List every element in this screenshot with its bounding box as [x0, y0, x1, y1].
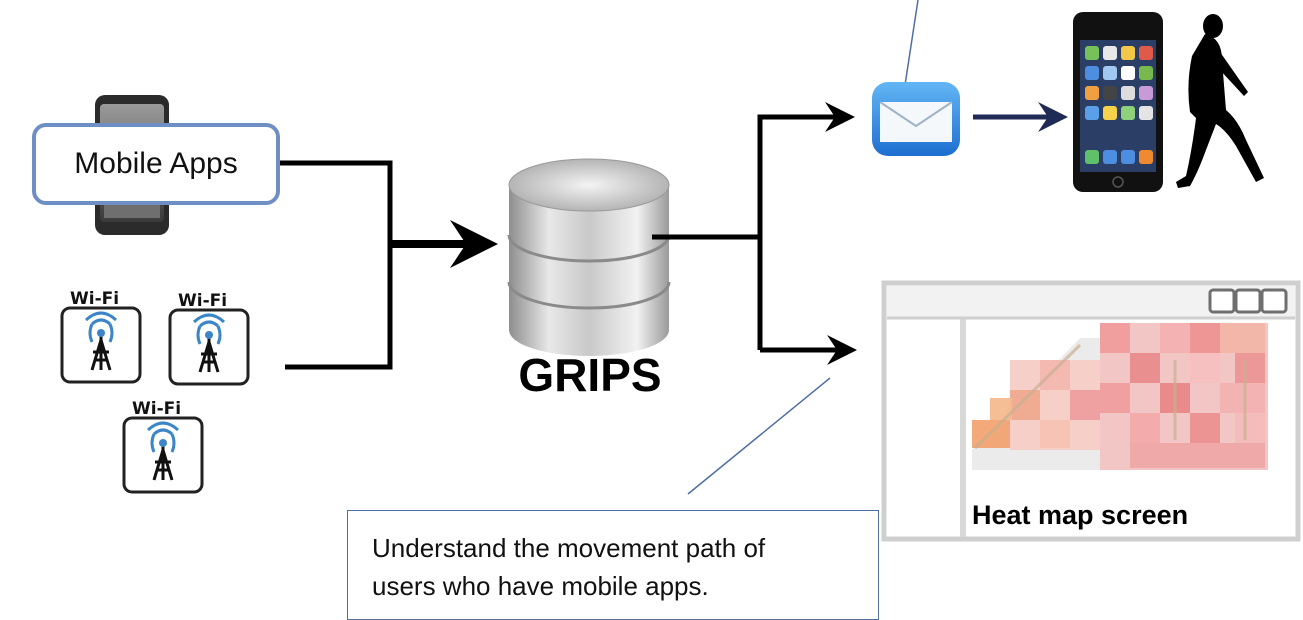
output-connectors: [652, 102, 857, 365]
callout-box: Understand the movement path of users wh…: [347, 510, 879, 620]
wifi-tower-icon: Wi-Fi: [122, 399, 204, 494]
callout-pointer-line: [687, 377, 831, 495]
heatmap-image: [972, 323, 1268, 470]
mobile-apps-box: Mobile Apps: [32, 123, 280, 205]
callout-text-line-2: users who have mobile apps.: [372, 571, 709, 601]
wifi-tower-icon: Wi-Fi: [168, 291, 250, 386]
mobile-apps-label: Mobile Apps: [74, 147, 238, 180]
svg-text:Wi-Fi: Wi-Fi: [70, 289, 119, 309]
iphone-icon: [1073, 12, 1163, 192]
walking-person-icon: [1176, 14, 1264, 188]
callout-text-line-1: Understand the movement path of: [372, 533, 766, 563]
database-icon: [507, 158, 671, 356]
svg-text:Wi-Fi: Wi-Fi: [178, 291, 227, 311]
wifi-tower-icon: Wi-Fi: [60, 289, 142, 384]
grips-label: GRIPS: [518, 349, 662, 401]
mail-icon: [872, 82, 960, 156]
input-connectors: [280, 160, 498, 370]
svg-text:Wi-Fi: Wi-Fi: [132, 399, 181, 419]
heatmap-screen-label: Heat map screen: [972, 500, 1189, 530]
mail-pointer-line: [904, 0, 919, 86]
